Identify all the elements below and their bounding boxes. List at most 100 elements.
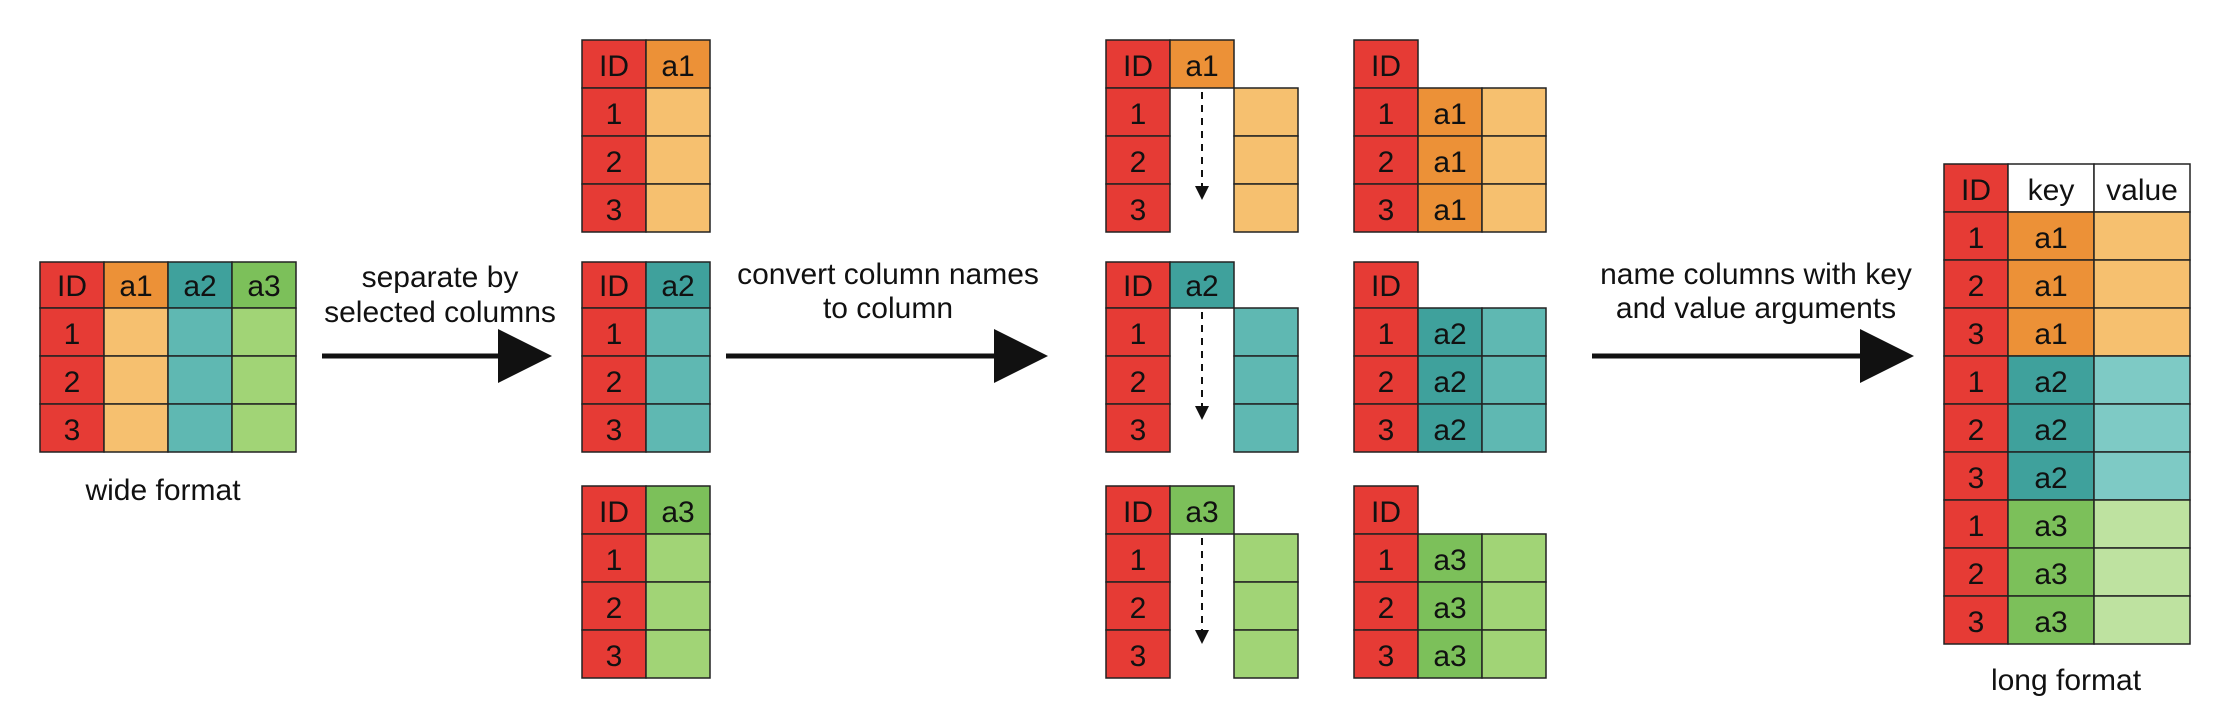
conv-a3-value-cell bbox=[1233, 581, 1299, 631]
long-value-cell bbox=[2093, 355, 2191, 405]
conv-a2-col-header: a2 bbox=[1185, 270, 1218, 303]
long-key-cell bbox=[2007, 259, 2095, 309]
wide-table: ID a1 a2 a3 1 2 3 wide format bbox=[39, 261, 297, 507]
sep-a1-id-cell bbox=[581, 87, 647, 137]
done-a1-id-cell bbox=[1353, 135, 1419, 185]
step-separate-line2: selected columns bbox=[324, 296, 556, 329]
conv-a2-id-3: 3 bbox=[1130, 414, 1147, 447]
sep-a1-id-3: 3 bbox=[606, 194, 623, 227]
conv-a1-dashed-arrow-head bbox=[1195, 186, 1209, 200]
long-id-cell bbox=[1943, 451, 2009, 501]
conv-a1-id-header: ID bbox=[1123, 50, 1153, 83]
long-value-cell bbox=[2093, 595, 2191, 645]
sep-a2-id-3: 3 bbox=[606, 414, 623, 447]
conv-a1-col-header-cell bbox=[1169, 39, 1235, 89]
done-a1-id-1: 1 bbox=[1378, 98, 1395, 131]
conv-a2-col-header-cell bbox=[1169, 261, 1235, 309]
sep-a1-id-1: 1 bbox=[606, 98, 623, 131]
done-a2-key-3: a2 bbox=[1433, 414, 1466, 447]
long-row-8-key: a3 bbox=[2034, 558, 2067, 591]
conv-a2-id-cell bbox=[1105, 355, 1171, 405]
sep-a3-value-cell bbox=[645, 533, 711, 583]
long-key-cell bbox=[2007, 355, 2095, 405]
step-separate: separate by selected columns bbox=[322, 261, 556, 383]
arrow-convert-head bbox=[994, 329, 1048, 383]
sep-a3-id-3: 3 bbox=[606, 640, 623, 673]
long-id-cell bbox=[1943, 595, 2009, 645]
done-a1-key-3: a1 bbox=[1433, 194, 1466, 227]
conv-a3-id-cell bbox=[1105, 581, 1171, 631]
done-a2-value-cell bbox=[1481, 403, 1547, 453]
done-a2-value-cell bbox=[1481, 355, 1547, 405]
conv-a1-id-header-cell bbox=[1105, 39, 1171, 89]
step-name-line2: and value arguments bbox=[1616, 292, 1896, 325]
wide-a3-cell bbox=[231, 355, 297, 405]
sep-a2-id-header-cell bbox=[581, 261, 647, 309]
conv-a2-value-cell bbox=[1233, 355, 1299, 405]
wide-a2-cell bbox=[167, 403, 233, 453]
conv-a3-id-3: 3 bbox=[1130, 640, 1147, 673]
conv-a3-col-header: a3 bbox=[1185, 496, 1218, 529]
long-value-cell bbox=[2093, 499, 2191, 549]
done-a2-key-2: a2 bbox=[1433, 366, 1466, 399]
done-a2-value-cell bbox=[1481, 307, 1547, 357]
done-a1-value-cell bbox=[1481, 87, 1547, 137]
done-a1-key-2: a1 bbox=[1433, 146, 1466, 179]
conv-a1-id-3: 3 bbox=[1130, 194, 1147, 227]
done-a3-key-cell bbox=[1417, 629, 1483, 679]
done-a3-value-cell bbox=[1481, 533, 1547, 583]
done-a3-id-header: ID bbox=[1371, 496, 1401, 529]
wide-id-cell bbox=[39, 355, 105, 405]
done-a3-id-cell bbox=[1353, 629, 1419, 679]
long-id-cell bbox=[1943, 547, 2009, 597]
conv-a3-id-cell bbox=[1105, 629, 1171, 679]
sep-a3-id-1: 1 bbox=[606, 544, 623, 577]
wide-a1-cell bbox=[103, 355, 169, 405]
long-id-cell bbox=[1943, 307, 2009, 357]
done-a2-key-1: a2 bbox=[1433, 318, 1466, 351]
step-convert-line2: to column bbox=[823, 292, 953, 325]
long-row-1-id: 1 bbox=[1968, 222, 1985, 255]
long-row-2-id: 2 bbox=[1968, 270, 1985, 303]
conv-a2-id-header: ID bbox=[1123, 270, 1153, 303]
sep-a1-id-2: 2 bbox=[606, 146, 623, 179]
wide-format-caption: wide format bbox=[84, 474, 241, 507]
long-value-cell bbox=[2093, 307, 2191, 357]
done-a1-key-cell bbox=[1417, 183, 1483, 233]
sep-a2-id-cell bbox=[581, 403, 647, 453]
conv-a1-id-2: 2 bbox=[1130, 146, 1147, 179]
conv-a3-col-header-cell bbox=[1169, 485, 1235, 535]
long-row-5-id: 2 bbox=[1968, 414, 1985, 447]
step-name-columns: name columns with key and value argument… bbox=[1592, 258, 1914, 383]
sep-a3-value-cell bbox=[645, 581, 711, 631]
done-a1-id-2: 2 bbox=[1378, 146, 1395, 179]
done-a2-id-cell bbox=[1353, 403, 1419, 453]
conv-a2-value-cell bbox=[1233, 307, 1299, 357]
sep-a2-id-2: 2 bbox=[606, 366, 623, 399]
converting-table-a1: ID a1 1 2 3 bbox=[1105, 39, 1299, 233]
wide-id-1: 1 bbox=[64, 318, 81, 351]
long-header-value: value bbox=[2106, 174, 2178, 207]
wide-id-cell bbox=[39, 403, 105, 453]
long-row-6-id: 3 bbox=[1968, 462, 1985, 495]
done-a1-id-cell bbox=[1353, 183, 1419, 233]
arrow-name-head bbox=[1860, 329, 1914, 383]
conv-a3-id-header: ID bbox=[1123, 496, 1153, 529]
wide-header-a1-cell bbox=[103, 261, 169, 309]
step-separate-line1: separate by bbox=[362, 261, 519, 294]
long-row-3-id: 3 bbox=[1968, 318, 1985, 351]
done-a1-id-header: ID bbox=[1371, 50, 1401, 83]
sep-a2-col-header: a2 bbox=[661, 270, 694, 303]
sep-a1-value-cell bbox=[645, 183, 711, 233]
wide-header-a2: a2 bbox=[183, 270, 216, 303]
separated-table-a2: ID a2 1 2 3 bbox=[581, 261, 711, 453]
sep-a3-id-header-cell bbox=[581, 485, 647, 535]
converting-table-a2: ID a2 1 2 3 bbox=[1105, 261, 1299, 453]
conv-a1-value-cell bbox=[1233, 87, 1299, 137]
conv-a2-dashed-arrow-head bbox=[1195, 406, 1209, 420]
done-a2-key-cell bbox=[1417, 307, 1483, 357]
separated-table-a1: ID a1 1 2 3 bbox=[581, 39, 711, 233]
long-key-cell bbox=[2007, 547, 2095, 597]
sep-a1-id-header: ID bbox=[599, 50, 629, 83]
